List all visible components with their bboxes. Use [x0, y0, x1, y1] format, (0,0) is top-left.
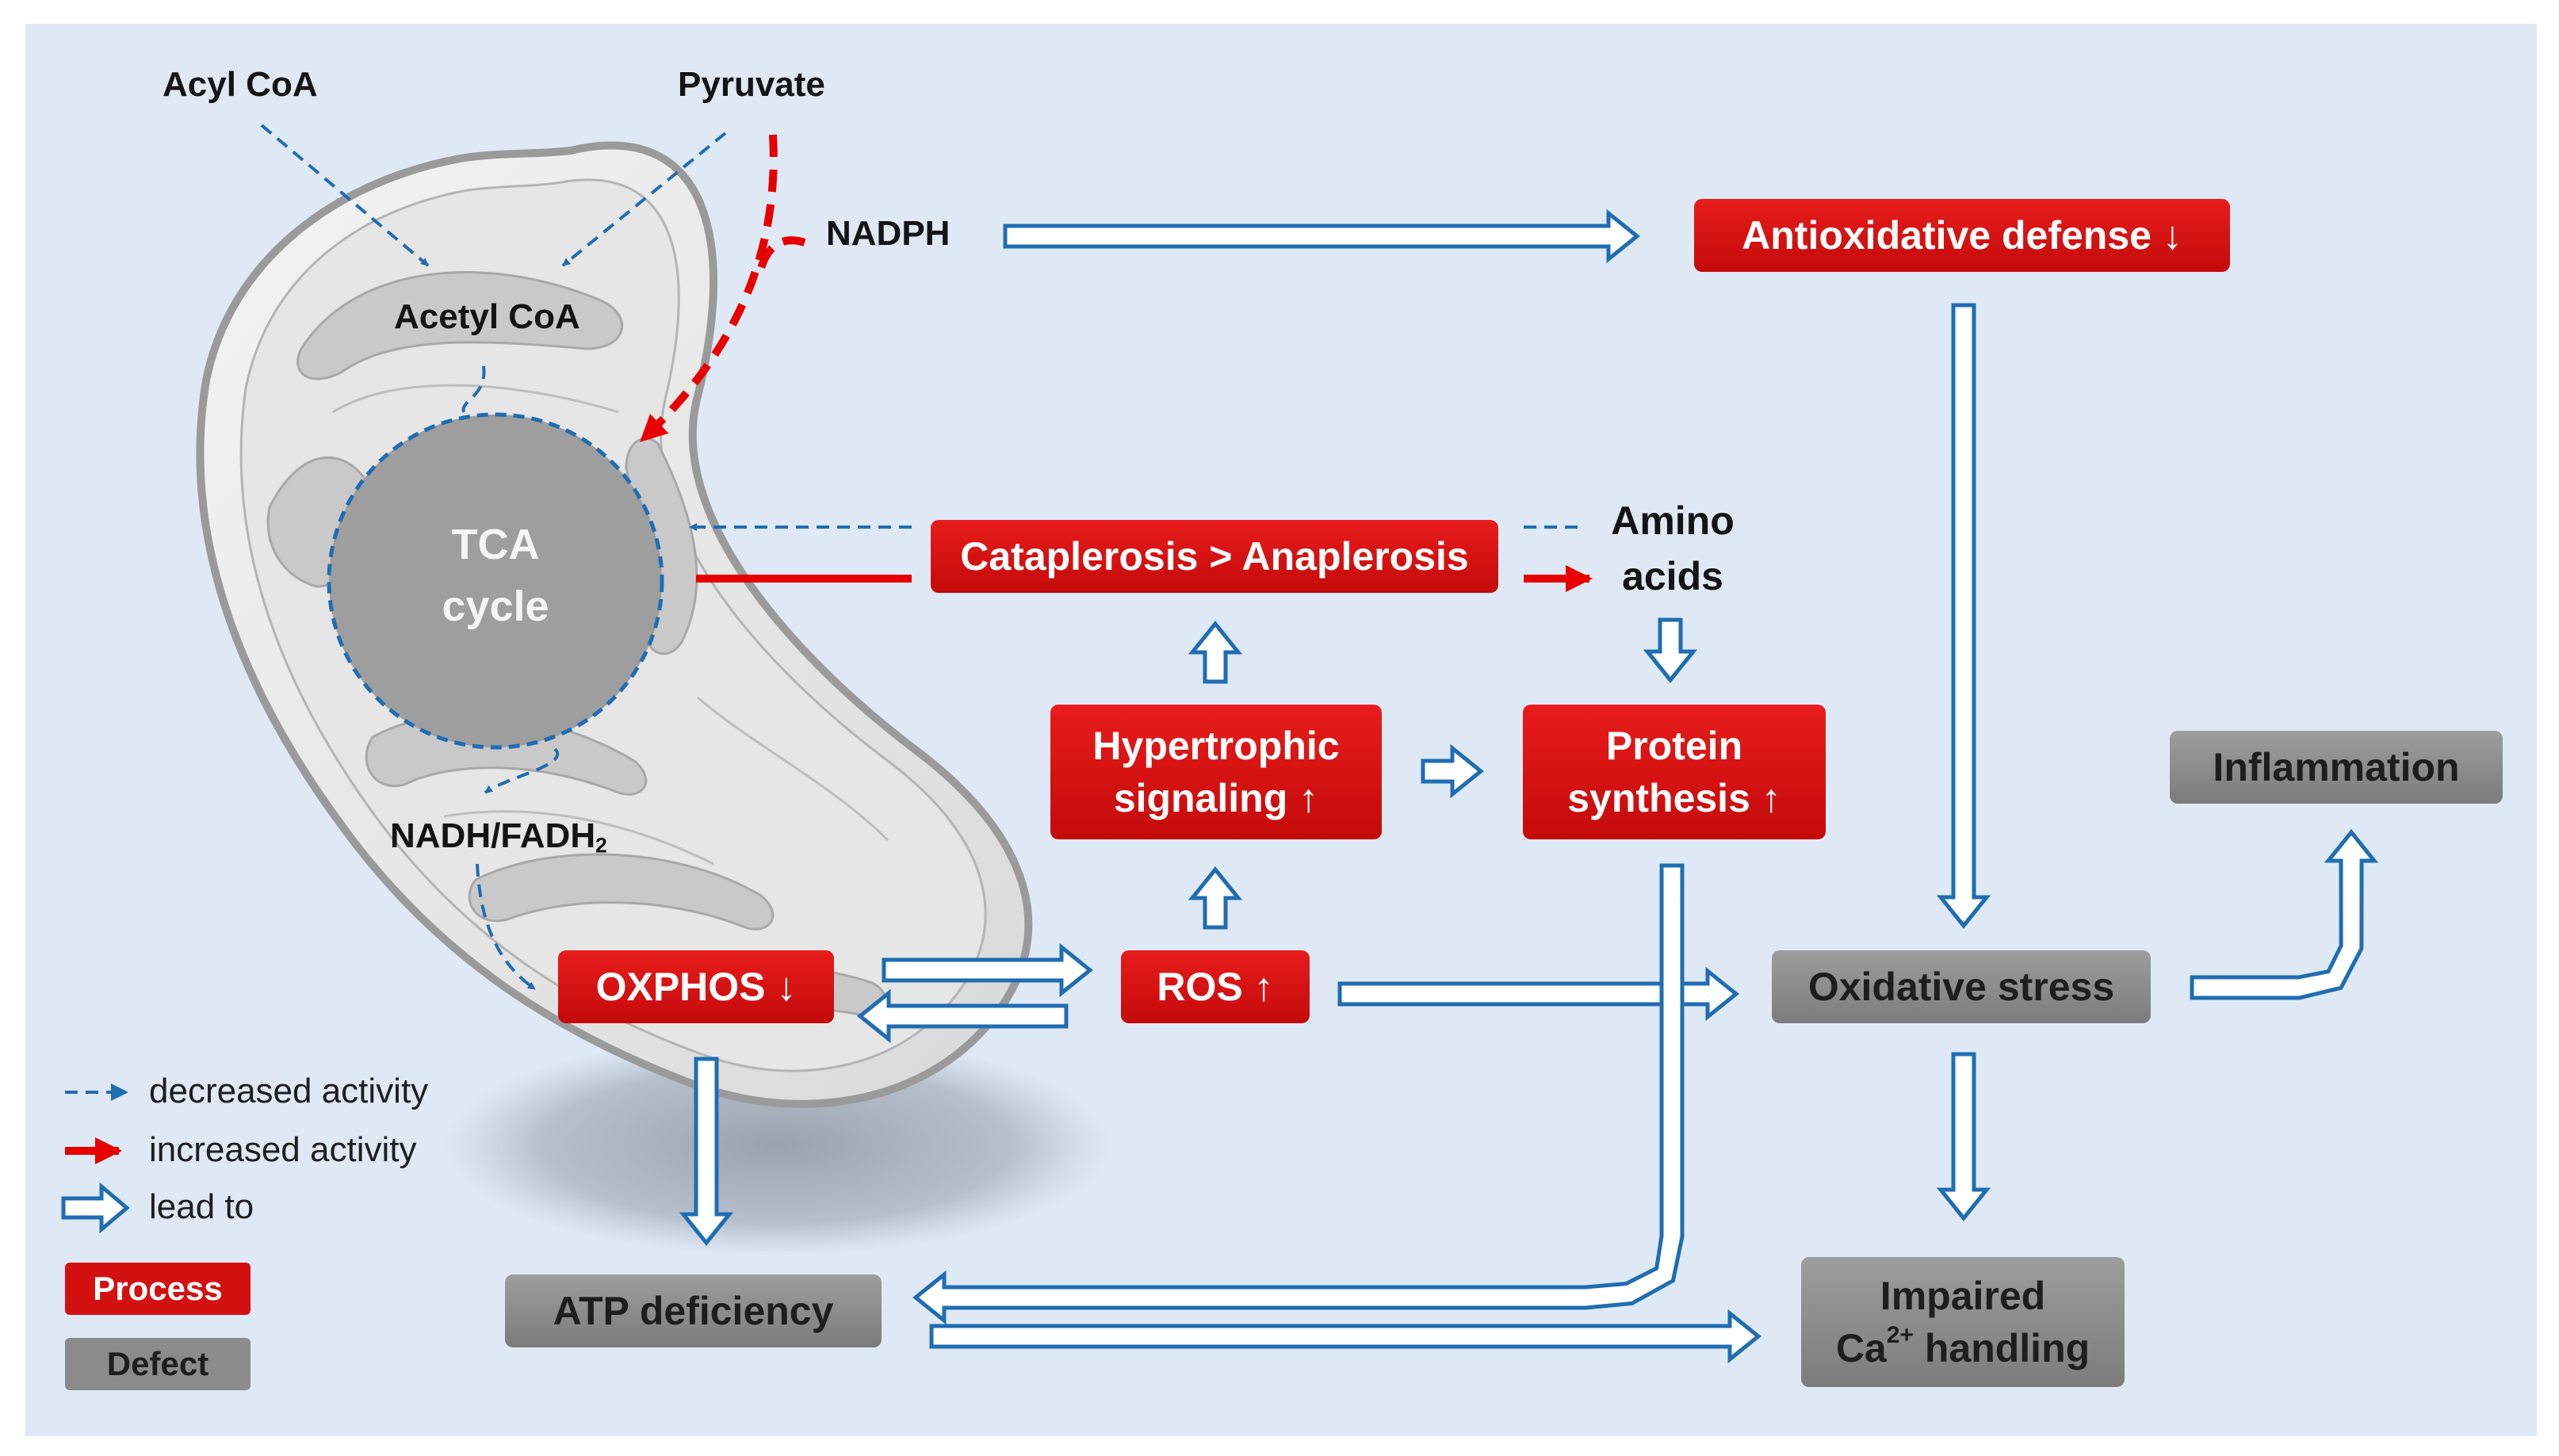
arrow-atp-to-calcium — [929, 1309, 1761, 1364]
calcium-handling-text: handling — [1913, 1326, 2090, 1370]
oxidative-stress-box: Oxidative stress — [1772, 950, 2151, 1023]
amino-line1: Amino — [1611, 499, 1735, 543]
hollow-arrow-icon — [61, 1182, 130, 1234]
hypertrophic-signaling-box: Hypertrophic signaling ↑ — [1050, 705, 1382, 839]
arrow-oxidative-to-inflammation — [2190, 829, 2379, 1000]
calcium-line1: Impaired — [1880, 1274, 2046, 1318]
calcium-superscript: 2+ — [1886, 1322, 1914, 1348]
nadph-label: NADPH — [826, 214, 951, 253]
arrow-oxphos-to-ros — [882, 942, 1093, 998]
legend-defect-box: Defect — [65, 1338, 251, 1390]
antioxidative-defense-box: Antioxidative defense ↓ — [1694, 199, 2230, 272]
oxphos-box: OXPHOS ↓ — [558, 950, 834, 1023]
nadh-fadh-label: NADH/FADH2 — [390, 816, 607, 858]
protein-line2: synthesis ↑ — [1567, 776, 1781, 820]
tca-line1: TCA — [451, 521, 540, 568]
arrow-ros-to-oxphos — [857, 988, 1069, 1044]
cataplerosis-anaplerosis-box: Cataplerosis > Anaplerosis — [931, 520, 1498, 593]
atp-deficiency-box: ATP deficiency — [505, 1274, 882, 1347]
calcium-line2: Ca2+ handling — [1836, 1322, 2090, 1374]
amino-line2: acids — [1622, 554, 1723, 598]
arrow-ros-to-hypertrophic — [1188, 866, 1243, 930]
arrow-oxphos-to-atp — [679, 1057, 734, 1246]
hypertrophic-line1: Hypertrophic — [1092, 724, 1340, 768]
acetyl-coa-label: Acetyl CoA — [394, 297, 580, 336]
hypertrophic-line2: signaling ↑ — [1113, 776, 1319, 820]
protein-synthesis-box: Protein synthesis ↑ — [1523, 705, 1826, 839]
arrow-protein-to-atp — [912, 863, 1685, 1325]
arrow-hypertrophic-to-protein — [1421, 743, 1484, 799]
legend-decreased-label: decreased activity — [149, 1072, 429, 1110]
lead-to-arrows — [679, 208, 2379, 1364]
legend-increased-label: increased activity — [149, 1130, 417, 1169]
inflammation-box: Inflammation — [2170, 731, 2503, 804]
decreased-activity-arrows — [260, 124, 1584, 991]
ros-box: ROS ↑ — [1121, 950, 1310, 1023]
tca-line2: cycle — [442, 583, 549, 631]
arrow-antioxidative-to-oxidative-stress — [1936, 303, 1991, 929]
increased-activity-arrows — [639, 134, 1593, 592]
arrow-amino-to-protein — [1643, 617, 1698, 683]
acyl-coa-label: Acyl CoA — [163, 65, 318, 104]
calcium-ca-text: Ca — [1835, 1326, 1887, 1370]
mitochondrion-shadow — [444, 1034, 1110, 1256]
tca-cycle-label: TCA cycle — [400, 514, 591, 638]
nadh-fadh-text: NADH/FADH — [390, 816, 596, 855]
legend-icons — [61, 1083, 130, 1234]
amino-acids-label: Amino acids — [1593, 493, 1752, 604]
pyruvate-label: Pyruvate — [678, 65, 825, 104]
arrow-nadph-to-antioxidative — [1003, 208, 1640, 264]
impaired-calcium-handling-box: Impaired Ca2+ handling — [1801, 1257, 2125, 1387]
nadh-fadh-subscript: 2 — [595, 833, 607, 858]
arrow-ros-to-oxidative-stress — [1337, 966, 1739, 1022]
legend-process-box: Process — [65, 1263, 251, 1315]
legend-lead-label: lead to — [149, 1187, 254, 1226]
arrow-hypertrophic-to-cataplerosis — [1188, 621, 1243, 684]
arrow-oxidative-to-calcium — [1936, 1052, 1991, 1221]
protein-line1: Protein — [1605, 724, 1743, 768]
